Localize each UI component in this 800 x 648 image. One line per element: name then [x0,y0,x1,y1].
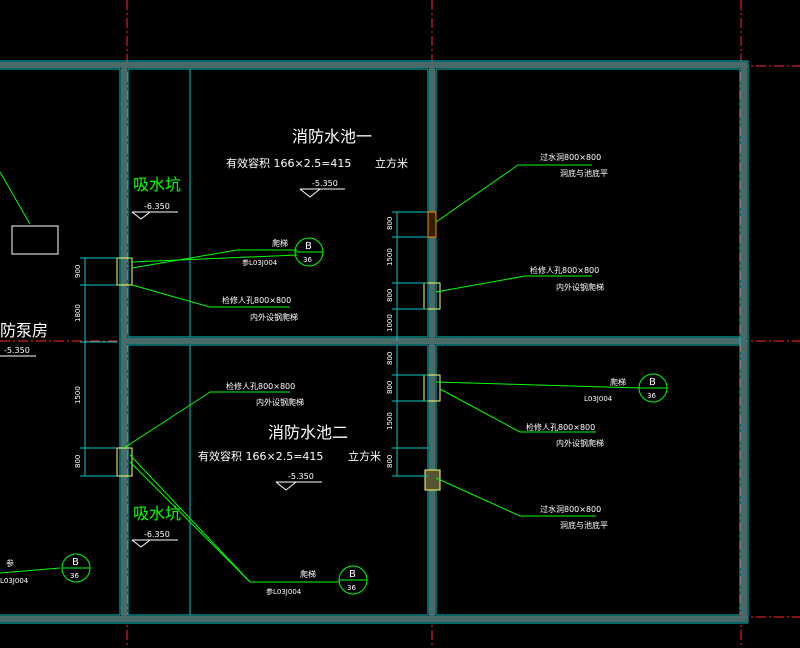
ladder-ref-1: 参L03J004 [242,258,278,267]
pool1-capacity: 有效容积 166×2.5=415 [226,156,351,170]
manhole-note-3: 检修人孔800×800 [530,265,599,275]
ladder-note-1: 爬梯 [272,238,288,248]
pool2-name: 消防水池二 [268,423,348,442]
callout-number-4: 36 [70,572,79,580]
overflow-note-1: 过水洞800×800 [540,152,601,162]
pool1-level: -5.350 [312,179,338,188]
dim-mid-bottom-3: 1500 [386,412,394,430]
dim-left-3: 1500 [74,386,82,404]
ladder-note-2: 爬梯 [300,569,316,579]
dim-mid-top-2: 1500 [386,248,394,266]
ladder-note-3: 爬梯 [610,377,626,387]
callout-number-3: 36 [347,584,356,592]
pool2-capacity: 有效容积 166×2.5=415 [198,449,323,463]
manhole-sub-1: 内外设钢爬梯 [250,312,298,322]
dim-mid-top-4: 1000 [386,314,394,332]
dim-left-1: 900 [74,265,82,278]
pit1-name: 吸水坑 [133,175,181,194]
manhole-note-1: 检修人孔800×800 [222,295,291,305]
manhole-sub-2: 内外设钢爬梯 [256,397,304,407]
manhole-note-4: 检修人孔800×800 [526,422,595,432]
manhole-sub-3: 内外设钢爬梯 [556,282,604,292]
pool1-name: 消防水池一 [292,127,372,146]
dim-mid-bottom-1: 800 [386,352,394,365]
overflow-sub-2: 洞底与池底平 [560,520,608,530]
pool2-unit: 立方米 [348,449,381,463]
pool2-level: -5.350 [288,472,314,481]
ladder-symbols [116,211,441,491]
callout-letter-2: B [649,377,656,388]
overflow-note-2: 过水洞800×800 [540,504,601,514]
walls [0,62,747,622]
left-ref-note: 参 [6,558,14,568]
callout-letter-1: B [305,241,312,252]
ladder-ref-2: 参L03J004 [266,587,302,596]
dim-mid-bottom-2: 800 [386,381,394,394]
pit2-name: 吸水坑 [133,504,181,523]
pit1-level: -6.350 [144,202,170,211]
manhole-sub-4: 内外设钢爬梯 [556,438,604,448]
level-markers [0,188,345,548]
pump-room-name: 防泵房 [0,321,48,340]
callout-number-2: 36 [647,392,656,400]
callout-letter-4: B [72,557,79,568]
dimension-lines [80,211,428,477]
pit2-level: -6.350 [144,530,170,539]
leader-lines [0,164,641,583]
callout-number-1: 36 [303,256,312,264]
manhole-note-2: 检修人孔800×800 [226,381,295,391]
dim-left-2: 1800 [74,304,82,322]
pool1-unit: 立方米 [375,156,408,170]
dim-mid-bottom-4: 800 [386,455,394,468]
dim-mid-top-1: 800 [386,217,394,230]
pump-room-level: -5.350 [4,346,30,355]
overflow-sub-1: 洞底与池底平 [560,168,608,178]
ladder-ref-3: L03J004 [584,395,613,403]
callout-letter-3: B [349,569,356,580]
dim-mid-top-3: 800 [386,289,394,302]
callout-circles [61,237,668,595]
dim-left-4: 800 [74,455,82,468]
left-ref-code: L03J004 [0,577,29,585]
